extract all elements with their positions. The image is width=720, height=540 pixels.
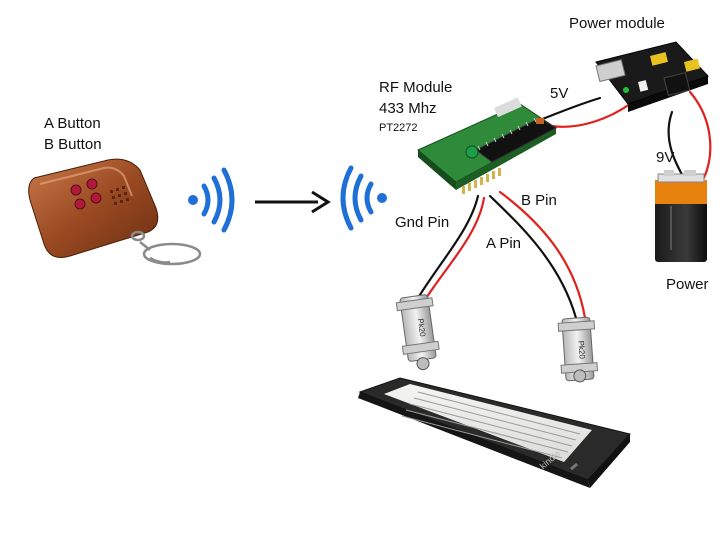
- wire-a-red: [423, 196, 486, 302]
- wires: [416, 90, 712, 320]
- label-a-button: A Button: [44, 115, 101, 132]
- label-b-pin: B Pin: [521, 192, 557, 209]
- usb-port: [595, 59, 626, 83]
- rf-module-board: [417, 97, 557, 194]
- label-5v: 5V: [550, 85, 569, 102]
- wire-5v-red: [550, 102, 632, 128]
- wireless-signal-icon: [188, 167, 235, 233]
- arrow-right-icon: [255, 190, 331, 214]
- remote-key-fob: [28, 158, 202, 266]
- remote-button-d: [90, 192, 102, 204]
- barrel-jack: [663, 72, 691, 97]
- label-gnd-pin: Gnd Pin: [395, 214, 450, 231]
- label-9v: 9V: [656, 149, 675, 166]
- servo-left: Pk20: [395, 294, 440, 371]
- wire-b-black: [488, 194, 578, 320]
- wire-5v-black: [538, 96, 602, 122]
- antenna-signal-icon: [340, 165, 387, 231]
- label-rf-module: RF Module: [379, 79, 453, 96]
- label-rf-chip: PT2272: [379, 122, 418, 134]
- servo-right: Pk20: [557, 316, 599, 383]
- wire-gnd-black: [416, 194, 480, 300]
- servo-right-mark: Pk20: [576, 340, 586, 359]
- label-rf-frequency: 433 Mhz: [379, 100, 437, 117]
- label-power: Power: [666, 276, 709, 293]
- remote-button-a: [70, 184, 82, 196]
- kindle-ereader: kindle: [358, 377, 631, 488]
- power-module-board: [595, 41, 709, 112]
- wire-b-red: [498, 190, 587, 320]
- servo-left-mark: Pk20: [416, 318, 428, 338]
- remote-button-c: [74, 198, 86, 210]
- label-b-button: B Button: [44, 136, 102, 153]
- pt2272-chip: [475, 117, 557, 163]
- potentiometer: [465, 145, 479, 159]
- key-ring: [130, 230, 202, 266]
- label-a-pin: A Pin: [486, 235, 522, 252]
- battery-9v: [655, 170, 707, 262]
- label-power-module: Power module: [569, 15, 665, 32]
- remote-button-b: [86, 178, 98, 190]
